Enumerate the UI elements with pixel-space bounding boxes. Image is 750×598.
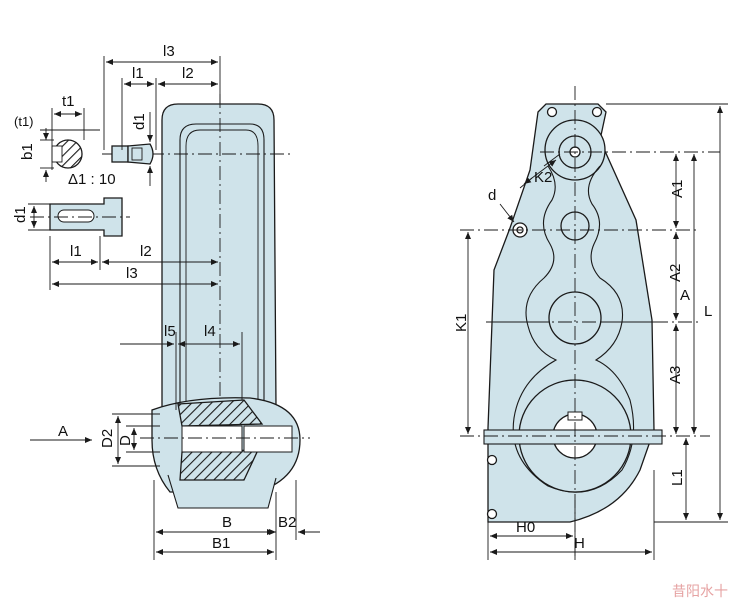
label-l2-top: l2 (182, 65, 194, 82)
label-b1: B1 (212, 535, 230, 552)
label-l3-mid: l3 (126, 265, 138, 282)
label-a3: A3 (667, 366, 684, 384)
label-t1: t1 (62, 93, 75, 110)
label-a: A (680, 287, 690, 304)
side-view-labels: l3 l1 l2 t1 (t1) b1 d1 Δ1 : 10 d1 l1 l2 … (12, 43, 296, 552)
side-housing (161, 103, 277, 409)
label-l2-mid: l2 (140, 243, 152, 260)
label-a-arrow: A (58, 423, 68, 440)
label-k2: K2 (534, 169, 552, 186)
label-d: D (117, 435, 134, 446)
label-d-small: d (488, 187, 496, 204)
label-a2: A2 (667, 264, 684, 282)
label-h0: H0 (516, 519, 535, 536)
side-dimensions (28, 56, 320, 560)
watermark: 昔阳水十 (672, 584, 728, 598)
front-foot-plate (483, 429, 663, 445)
side-view (28, 56, 320, 560)
label-b2: B2 (278, 514, 296, 531)
side-hub-hatch-top (177, 399, 264, 427)
label-d2: D2 (99, 429, 116, 448)
label-l1-top: l1 (132, 65, 144, 82)
front-view (460, 86, 728, 560)
label-l4: l4 (204, 323, 216, 340)
label-h: H (574, 535, 585, 552)
front-view-labels: K2 d A1 A2 A L K1 A3 L1 H0 H (453, 169, 712, 552)
label-l: L (704, 303, 712, 320)
label-taper: Δ1 : 10 (68, 171, 116, 188)
label-b1: b1 (19, 143, 36, 160)
label-d1-side: d1 (12, 206, 29, 223)
label-l1: L1 (669, 469, 686, 486)
side-inner-channel (179, 123, 265, 408)
label-k1: K1 (453, 314, 470, 332)
label-b: B (222, 514, 232, 531)
label-l5: l5 (164, 323, 176, 340)
label-d1-top: d1 (131, 113, 148, 130)
label-a1: A1 (669, 180, 686, 198)
label-t1-paren: (t1) (14, 114, 34, 129)
label-l3-top: l3 (163, 43, 175, 60)
label-l1-mid: l1 (70, 243, 82, 260)
side-hub-hatch-bottom (179, 449, 260, 481)
front-dimensions (465, 103, 728, 560)
